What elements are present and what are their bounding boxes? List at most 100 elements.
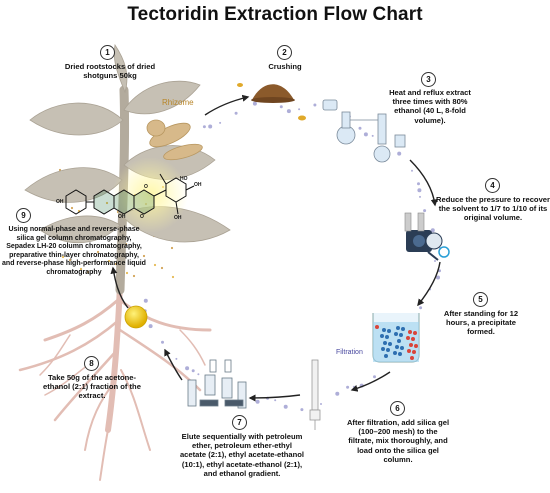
arrow-5-6 — [350, 371, 391, 392]
step-2-badge: 2 — [277, 45, 292, 60]
precipitate-particle — [409, 343, 413, 347]
precipitate-particle — [401, 327, 405, 331]
path-dot — [202, 125, 206, 129]
atom-label: OH — [174, 215, 182, 221]
rotary-evaporator-illustration — [404, 212, 450, 261]
path-dot — [300, 408, 304, 412]
roots — [18, 282, 212, 481]
page-title: Tectoridin Extraction Flow Chart — [127, 4, 423, 25]
path-dot — [208, 124, 213, 129]
path-dot — [283, 404, 288, 409]
rhizome-pieces — [146, 119, 203, 161]
tectoridin-molecule — [65, 173, 195, 215]
scatter-dot — [160, 266, 164, 270]
path-dot — [274, 399, 277, 402]
arrow-4-5 — [417, 261, 441, 307]
step-3-text: Heat and reflux extract three times with… — [389, 88, 471, 125]
step-9-badge: 9 — [16, 208, 31, 223]
precipitate-particle — [410, 356, 414, 360]
beaker-illustration — [372, 313, 420, 363]
path-dot — [143, 298, 148, 303]
step-2-text: Crushing — [268, 62, 302, 71]
scatter-dot — [153, 263, 157, 267]
step-6-text: After filtration, add silica gel (100–20… — [346, 418, 450, 464]
step-3-badge: 3 — [421, 72, 436, 87]
path-dot — [279, 105, 283, 109]
atom-label: O — [140, 214, 144, 220]
scatter-dot — [142, 254, 146, 258]
scatter-dot — [70, 206, 74, 210]
precipitate-particle — [388, 342, 392, 346]
step-1-badge: 1 — [100, 45, 115, 60]
path-dot — [298, 108, 301, 111]
step-7-badge: 7 — [232, 415, 247, 430]
path-dot — [423, 209, 427, 213]
scatter-dot — [86, 270, 90, 274]
plant-illustration — [18, 43, 231, 481]
path-dot — [335, 391, 340, 396]
atom-label: HO — [180, 176, 188, 182]
reflux-apparatus-illustration — [322, 99, 406, 163]
scatter-dot — [61, 255, 65, 259]
path-dot — [175, 357, 178, 360]
path-dot — [373, 375, 376, 379]
scatter-dot — [68, 258, 72, 262]
path-dot — [191, 369, 195, 373]
precipitate-particle — [375, 325, 379, 329]
arrow-1-2 — [204, 94, 250, 116]
path-dot — [255, 399, 260, 404]
step-5-text: After standing for 12 hours, a precipita… — [443, 309, 519, 337]
precipitate-particle — [382, 328, 386, 332]
path-dot — [252, 101, 257, 106]
path-dot — [434, 260, 436, 262]
path-dot — [161, 340, 164, 344]
step-4-text: Reduce the pressure to recover the solve… — [436, 195, 550, 223]
precipitate-particle — [408, 330, 412, 334]
path-dot — [197, 373, 200, 376]
path-dot — [313, 103, 317, 107]
path-dot — [430, 228, 435, 233]
step-1-text: Dried rootstocks of dried shotguns 50kg — [64, 62, 156, 81]
precipitate-particle — [398, 352, 402, 356]
path-dot — [397, 151, 402, 156]
precipitate-particle — [400, 346, 404, 350]
filtration-label: Filtration — [336, 349, 363, 356]
precipitate-particle — [399, 333, 403, 337]
arrow-8-9 — [110, 266, 129, 309]
scatter-dot — [132, 274, 136, 278]
scatter-dot — [171, 275, 175, 279]
path-dot — [358, 126, 362, 130]
precipitate-particle — [387, 329, 391, 333]
precipitate-particle — [395, 345, 399, 349]
precipitate-particle — [413, 331, 417, 335]
path-dot — [286, 109, 291, 114]
arrow-6-7 — [248, 394, 301, 402]
scatter-dot — [125, 271, 129, 275]
path-dot — [417, 188, 422, 193]
path-dot — [148, 324, 153, 329]
precipitate-particle — [406, 336, 410, 340]
path-dot — [419, 306, 423, 310]
precipitate-particle — [396, 326, 400, 330]
scatter-dot — [107, 259, 111, 263]
step-4-badge: 4 — [485, 178, 500, 193]
scatter-dot — [96, 250, 100, 254]
precipitate-particle — [385, 335, 389, 339]
precipitate-particle — [397, 339, 401, 343]
atom-label: OH — [118, 214, 126, 220]
scatter-dot — [105, 201, 109, 205]
path-dot — [363, 132, 368, 137]
atom-label: OH — [56, 199, 64, 205]
step-5-badge: 5 — [473, 292, 488, 307]
path-dot — [411, 169, 413, 172]
path-dot — [419, 195, 421, 198]
step-7-text: Elute sequentially with petroleum ether,… — [179, 432, 305, 478]
precipitate-particle — [393, 351, 397, 355]
flow-arrows — [110, 94, 441, 402]
scatter-dot — [170, 246, 174, 250]
atom-label: O — [144, 184, 148, 190]
product-ball — [124, 305, 148, 329]
path-dot — [371, 134, 374, 137]
